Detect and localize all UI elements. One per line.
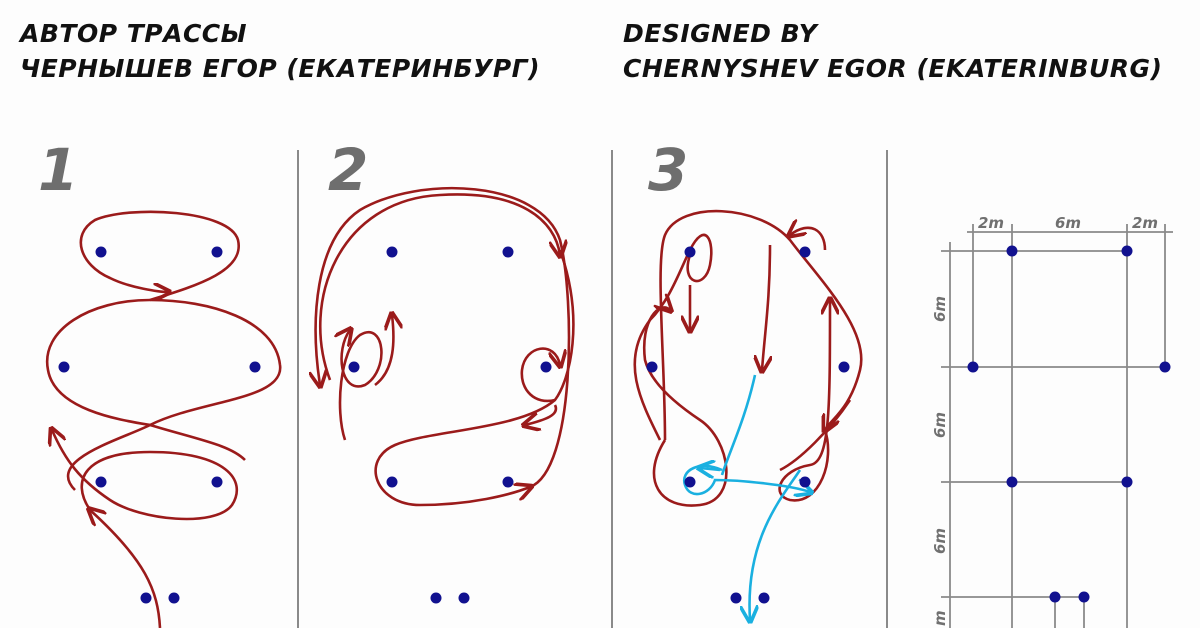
cones-panel-1 xyxy=(58,246,261,604)
dimension-schematic: 2m 6m 2m 6m 6m 6m m xyxy=(931,214,1173,628)
route-2 xyxy=(316,186,575,507)
dim-label-top: 2m xyxy=(978,214,1004,232)
cones-panel-2 xyxy=(348,246,552,604)
route-1 xyxy=(45,210,282,628)
panel-number-2: 2 xyxy=(328,136,368,204)
route-3-alt xyxy=(682,374,810,620)
route-3 xyxy=(633,209,863,507)
dim-label-side: 6m xyxy=(931,412,949,438)
dim-label-top: 2m xyxy=(1132,214,1158,232)
dim-label-side: 6m xyxy=(931,528,949,554)
dim-label-top: 6m xyxy=(1055,214,1081,232)
title-en: DESIGNED BY CHERNYSHEV EGOR (EKATERINBUR… xyxy=(623,16,1162,86)
panel-number-1: 1 xyxy=(38,136,78,204)
title-ru: АВТОР ТРАССЫ ЧЕРНЫШЕВ ЕГОР (ЕКАТЕРИНБУРГ… xyxy=(20,16,540,86)
title-en-line2: CHERNYSHEV EGOR (EKATERINBURG) xyxy=(623,54,1163,83)
title-en-line1: DESIGNED BY xyxy=(623,19,818,48)
dim-label-side: m xyxy=(931,610,949,626)
title-ru-line1: АВТОР ТРАССЫ xyxy=(20,19,248,48)
panel-number-3: 3 xyxy=(648,136,688,204)
title-ru-line2: ЧЕРНЫШЕВ ЕГОР (ЕКАТЕРИНБУРГ) xyxy=(20,54,541,83)
cones-panel-3 xyxy=(646,246,850,604)
dim-label-side: 6m xyxy=(931,296,949,322)
